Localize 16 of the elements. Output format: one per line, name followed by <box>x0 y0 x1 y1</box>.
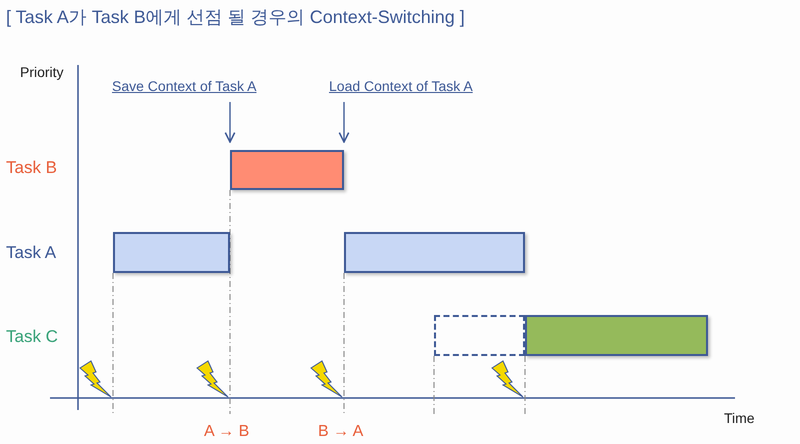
axis-label: Priority <box>20 63 64 82</box>
task-bar <box>113 232 230 273</box>
annotation-text: Load Context of Task A <box>329 76 473 97</box>
arrow <box>338 102 350 143</box>
axis-label: Task A <box>6 242 56 264</box>
diagram-title: [ Task A가 Task B에게 선점 될 경우의 Context-Switching ] <box>6 6 465 29</box>
axis-label: Task B <box>6 157 58 179</box>
arrow <box>224 102 236 143</box>
axis-label: A → B <box>204 422 250 442</box>
annotation-text: Save Context of Task A <box>112 76 256 97</box>
task-bar <box>344 232 525 273</box>
task-bar <box>230 150 344 190</box>
axis-label: B → A <box>318 422 364 442</box>
axis-label: Time <box>724 409 755 428</box>
task-bar <box>525 315 708 356</box>
axis-label: Task C <box>6 326 58 348</box>
